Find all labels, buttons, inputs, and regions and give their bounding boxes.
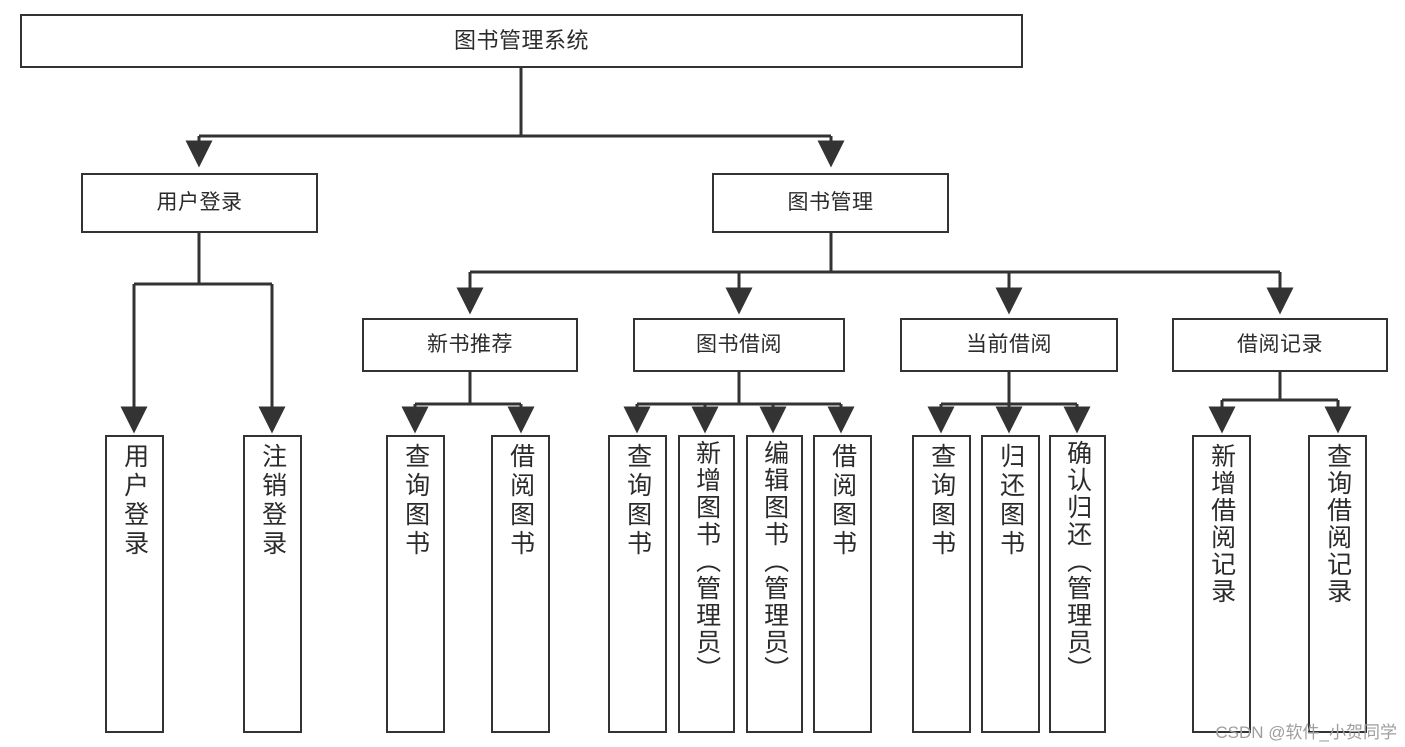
node-user-login-label: 用户登录 xyxy=(156,190,243,214)
node-root-label: 图书管理系统 xyxy=(453,28,589,54)
node-new-book-recommend[interactable]: 新书推荐 xyxy=(362,318,578,372)
node-leaf-return-book-label: 归还图书 xyxy=(996,443,1025,559)
node-borrow-record[interactable]: 借阅记录 xyxy=(1172,318,1388,372)
node-root[interactable]: 图书管理系统 xyxy=(20,14,1023,68)
node-leaf-add-record-label: 新增借阅记录 xyxy=(1207,443,1236,605)
node-leaf-user-login[interactable]: 用户登录 xyxy=(105,435,164,733)
node-leaf-edit-book-label: 编辑图书（管理员） xyxy=(760,440,789,683)
node-current-borrow-label: 当前借阅 xyxy=(966,332,1052,356)
node-leaf-query-book-1-label: 查询图书 xyxy=(401,443,430,559)
node-book-management[interactable]: 图书管理 xyxy=(712,173,949,233)
node-leaf-user-login-label: 用户登录 xyxy=(120,443,149,559)
node-leaf-user-logout[interactable]: 注销登录 xyxy=(243,435,302,733)
node-book-borrow[interactable]: 图书借阅 xyxy=(633,318,845,372)
node-leaf-user-logout-label: 注销登录 xyxy=(258,443,287,559)
node-leaf-add-record[interactable]: 新增借阅记录 xyxy=(1192,435,1251,733)
node-leaf-add-book[interactable]: 新增图书（管理员） xyxy=(678,435,735,733)
node-leaf-add-book-label: 新增图书（管理员） xyxy=(692,440,721,683)
node-current-borrow[interactable]: 当前借阅 xyxy=(900,318,1118,372)
node-user-login[interactable]: 用户登录 xyxy=(81,173,318,233)
node-leaf-query-book-3[interactable]: 查询图书 xyxy=(912,435,971,733)
node-leaf-query-book-2-label: 查询图书 xyxy=(623,443,652,559)
node-leaf-return-book[interactable]: 归还图书 xyxy=(981,435,1040,733)
node-leaf-confirm-return-label: 确认归还（管理员） xyxy=(1063,440,1092,683)
node-leaf-borrow-book-2-label: 借阅图书 xyxy=(828,443,857,559)
node-leaf-borrow-book-1[interactable]: 借阅图书 xyxy=(491,435,550,733)
node-leaf-query-record[interactable]: 查询借阅记录 xyxy=(1308,435,1367,733)
node-leaf-query-record-label: 查询借阅记录 xyxy=(1323,443,1352,605)
node-book-borrow-label: 图书借阅 xyxy=(696,332,782,356)
node-leaf-query-book-2[interactable]: 查询图书 xyxy=(608,435,667,733)
node-borrow-record-label: 借阅记录 xyxy=(1237,332,1323,356)
node-new-book-recommend-label: 新书推荐 xyxy=(427,332,513,356)
node-leaf-borrow-book-1-label: 借阅图书 xyxy=(506,443,535,559)
csdn-watermark: CSDN @软件_小贺同学 xyxy=(1215,723,1397,742)
node-leaf-edit-book[interactable]: 编辑图书（管理员） xyxy=(746,435,803,733)
node-book-management-label: 图书管理 xyxy=(787,190,874,214)
node-leaf-query-book-3-label: 查询图书 xyxy=(927,443,956,559)
node-leaf-confirm-return[interactable]: 确认归还（管理员） xyxy=(1049,435,1106,733)
node-leaf-query-book-1[interactable]: 查询图书 xyxy=(386,435,445,733)
node-leaf-borrow-book-2[interactable]: 借阅图书 xyxy=(813,435,872,733)
